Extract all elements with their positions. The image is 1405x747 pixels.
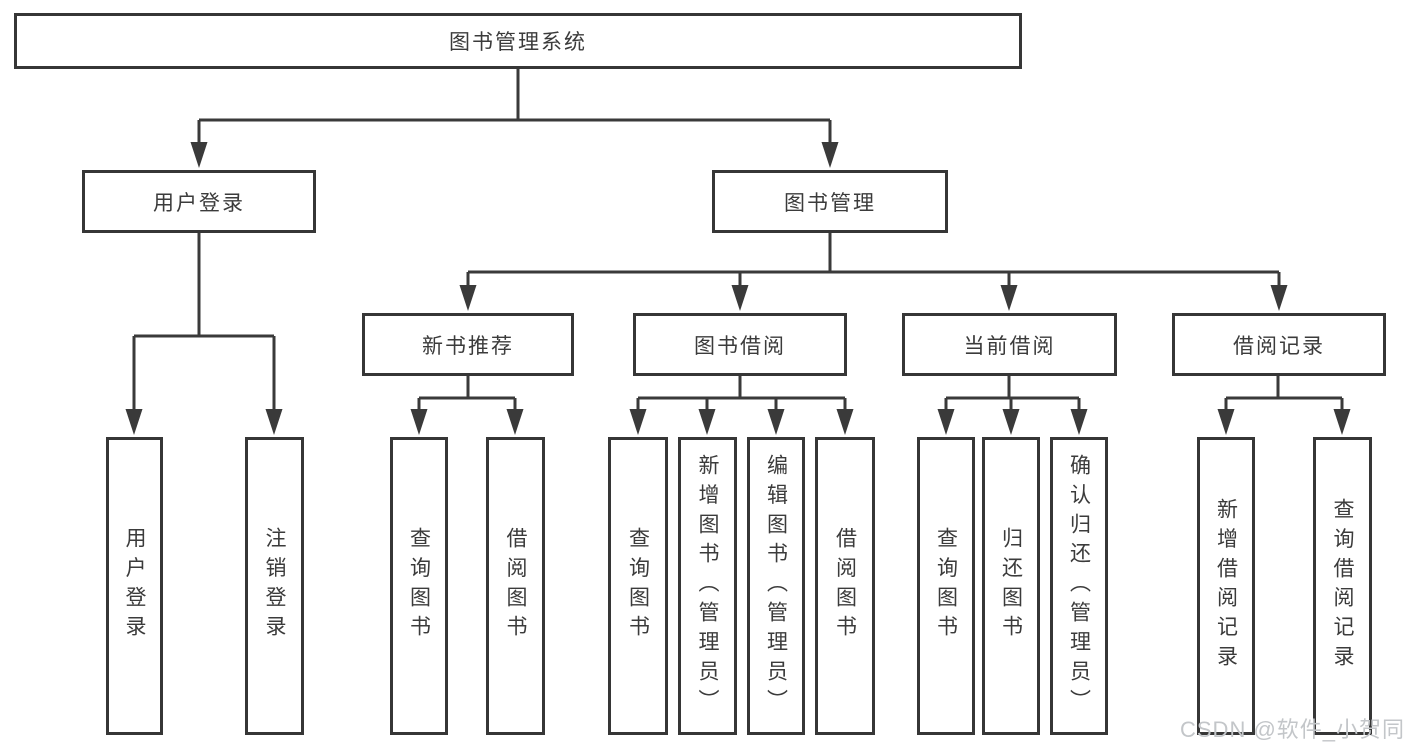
- node-borrowing-records: 借阅记录: [1172, 313, 1386, 376]
- leaf-logout: 注销登录: [245, 437, 304, 735]
- leaf-query-book-borrowing: 查询图书: [608, 437, 668, 735]
- leaf-add-book-admin: 新增图书（管理员）: [678, 437, 737, 735]
- leaf-confirm-return-admin: 确认归还（管理员）: [1050, 437, 1108, 735]
- leaf-add-borrow-record: 新增借阅记录: [1197, 437, 1255, 735]
- node-book-borrowing: 图书借阅: [633, 313, 847, 376]
- csdn-watermark: CSDN @软件_小贺同学: [1180, 717, 1405, 742]
- node-book-management: 图书管理: [712, 170, 948, 233]
- leaf-borrow-book-newbook: 借阅图书: [486, 437, 545, 735]
- leaf-return-book: 归还图书: [982, 437, 1040, 735]
- leaf-borrow-book-borrowing: 借阅图书: [815, 437, 875, 735]
- node-current-borrowing: 当前借阅: [902, 313, 1117, 376]
- leaf-user-login: 用户登录: [106, 437, 163, 735]
- leaf-edit-book-admin: 编辑图书（管理员）: [747, 437, 805, 735]
- node-new-book-recommend: 新书推荐: [362, 313, 574, 376]
- leaf-query-book-current: 查询图书: [917, 437, 975, 735]
- node-library-management-system: 图书管理系统: [14, 13, 1022, 69]
- leaf-query-book-newbook: 查询图书: [390, 437, 448, 735]
- leaf-query-borrow-record: 查询借阅记录: [1313, 437, 1372, 735]
- node-user-login: 用户登录: [82, 170, 316, 233]
